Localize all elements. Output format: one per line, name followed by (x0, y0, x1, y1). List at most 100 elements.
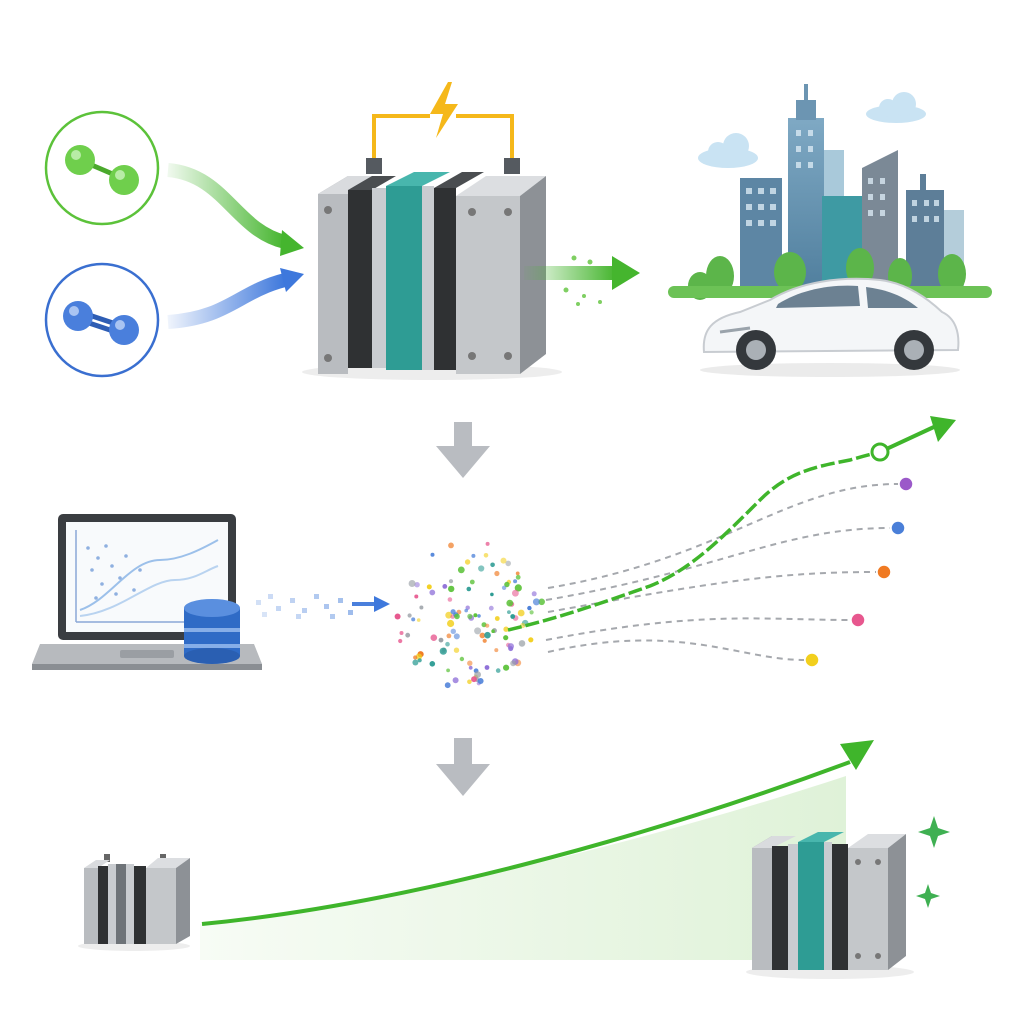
particle-dot (532, 598, 540, 606)
particle-dot (517, 609, 525, 617)
particle-dot (500, 557, 507, 564)
particle-cluster-icon (394, 541, 545, 689)
particle-dot (467, 660, 473, 666)
particle-dot (411, 617, 416, 622)
particle-dot (514, 584, 522, 592)
particle-dot (445, 611, 453, 619)
prediction-path (547, 639, 805, 661)
prediction-endpoint-marker (804, 652, 820, 668)
particle-dot (450, 609, 456, 615)
particle-dot (394, 613, 401, 620)
particle-dot (471, 553, 476, 558)
prediction-path (547, 483, 899, 589)
particle-dot (518, 640, 526, 647)
particle-dot (495, 668, 501, 673)
down-arrow-icon (436, 422, 490, 478)
particle-dot (477, 614, 481, 618)
particle-dot (450, 628, 456, 634)
particle-dot (479, 632, 486, 639)
particle-dot (414, 582, 420, 588)
particle-dot (507, 643, 514, 650)
particle-dot (398, 638, 403, 644)
particle-dot (447, 619, 455, 628)
particle-dot (448, 542, 454, 549)
particle-dot (414, 594, 419, 599)
particle-dot (417, 658, 422, 663)
hydrogen-molecule-icon (44, 110, 160, 226)
optimal-trend-line (507, 416, 956, 632)
particle-dot (494, 648, 499, 653)
particle-dot (484, 665, 490, 670)
particle-dot (452, 677, 459, 684)
particle-dot (446, 668, 450, 673)
growth-area (200, 776, 846, 960)
particle-dot (477, 678, 484, 684)
particle-dot (448, 579, 454, 584)
particle-dot (485, 623, 490, 628)
lightning-bolt-icon (430, 82, 458, 138)
particle-dot (467, 613, 473, 620)
particle-dot (515, 574, 521, 580)
particle-dot (419, 605, 424, 610)
particle-dot (506, 599, 514, 607)
particle-dot (513, 579, 518, 584)
optimal-point-marker (870, 442, 890, 462)
prediction-endpoint-marker (850, 612, 866, 628)
particle-dot (512, 589, 519, 597)
hydrogen-flow-arrow (167, 163, 287, 249)
particle-dot (510, 614, 516, 619)
database-icon (184, 599, 240, 664)
particle-dot (439, 647, 447, 655)
particle-dot (503, 626, 509, 632)
power-circuit (372, 114, 514, 162)
particle-dot (501, 585, 507, 590)
particle-dot (413, 655, 418, 660)
particle-dot (407, 613, 412, 618)
particle-dot (507, 610, 511, 614)
particle-dot (515, 571, 520, 576)
particle-dot (491, 629, 495, 633)
particle-dot (466, 586, 472, 592)
particle-dot (471, 676, 477, 683)
particle-dot (454, 613, 460, 620)
large-fuel-cell-stack-icon (746, 832, 914, 979)
particle-dot (503, 664, 510, 671)
prediction-path (547, 571, 877, 613)
prediction-path (545, 617, 851, 641)
particle-dot (444, 682, 451, 689)
sparkle-icon (916, 816, 950, 908)
particle-dot (426, 584, 432, 590)
oxygen-flow-arrow (167, 273, 287, 329)
electric-car-icon (700, 277, 960, 377)
prediction-paths (545, 476, 914, 668)
particle-dot (467, 679, 472, 685)
data-stream-flow (256, 594, 390, 619)
particle-dot (412, 659, 419, 666)
particle-dot (528, 637, 534, 643)
energy-output-flow (524, 255, 640, 306)
particle-dot (478, 565, 485, 572)
particle-dot (447, 597, 453, 602)
prediction-endpoint-marker (890, 520, 906, 536)
particle-dot (531, 591, 537, 597)
growth-curve (201, 760, 851, 926)
particle-dot (494, 616, 500, 621)
particle-dot (429, 661, 436, 667)
particle-dot (430, 552, 435, 557)
prediction-endpoint-marker (876, 564, 892, 580)
particle-dot (490, 562, 495, 568)
particle-dot (453, 633, 460, 640)
particle-dot (538, 598, 545, 606)
particle-dot (445, 641, 450, 647)
particle-dot (438, 637, 444, 643)
particle-dot (464, 608, 469, 613)
oxygen-flow-arrowhead (280, 268, 304, 292)
particle-dot (429, 589, 436, 596)
hydrogen-flow-arrowhead (280, 230, 304, 256)
particle-dot (482, 638, 487, 643)
particle-dot (405, 632, 411, 638)
particle-dot (529, 610, 534, 615)
prediction-path (545, 527, 891, 601)
